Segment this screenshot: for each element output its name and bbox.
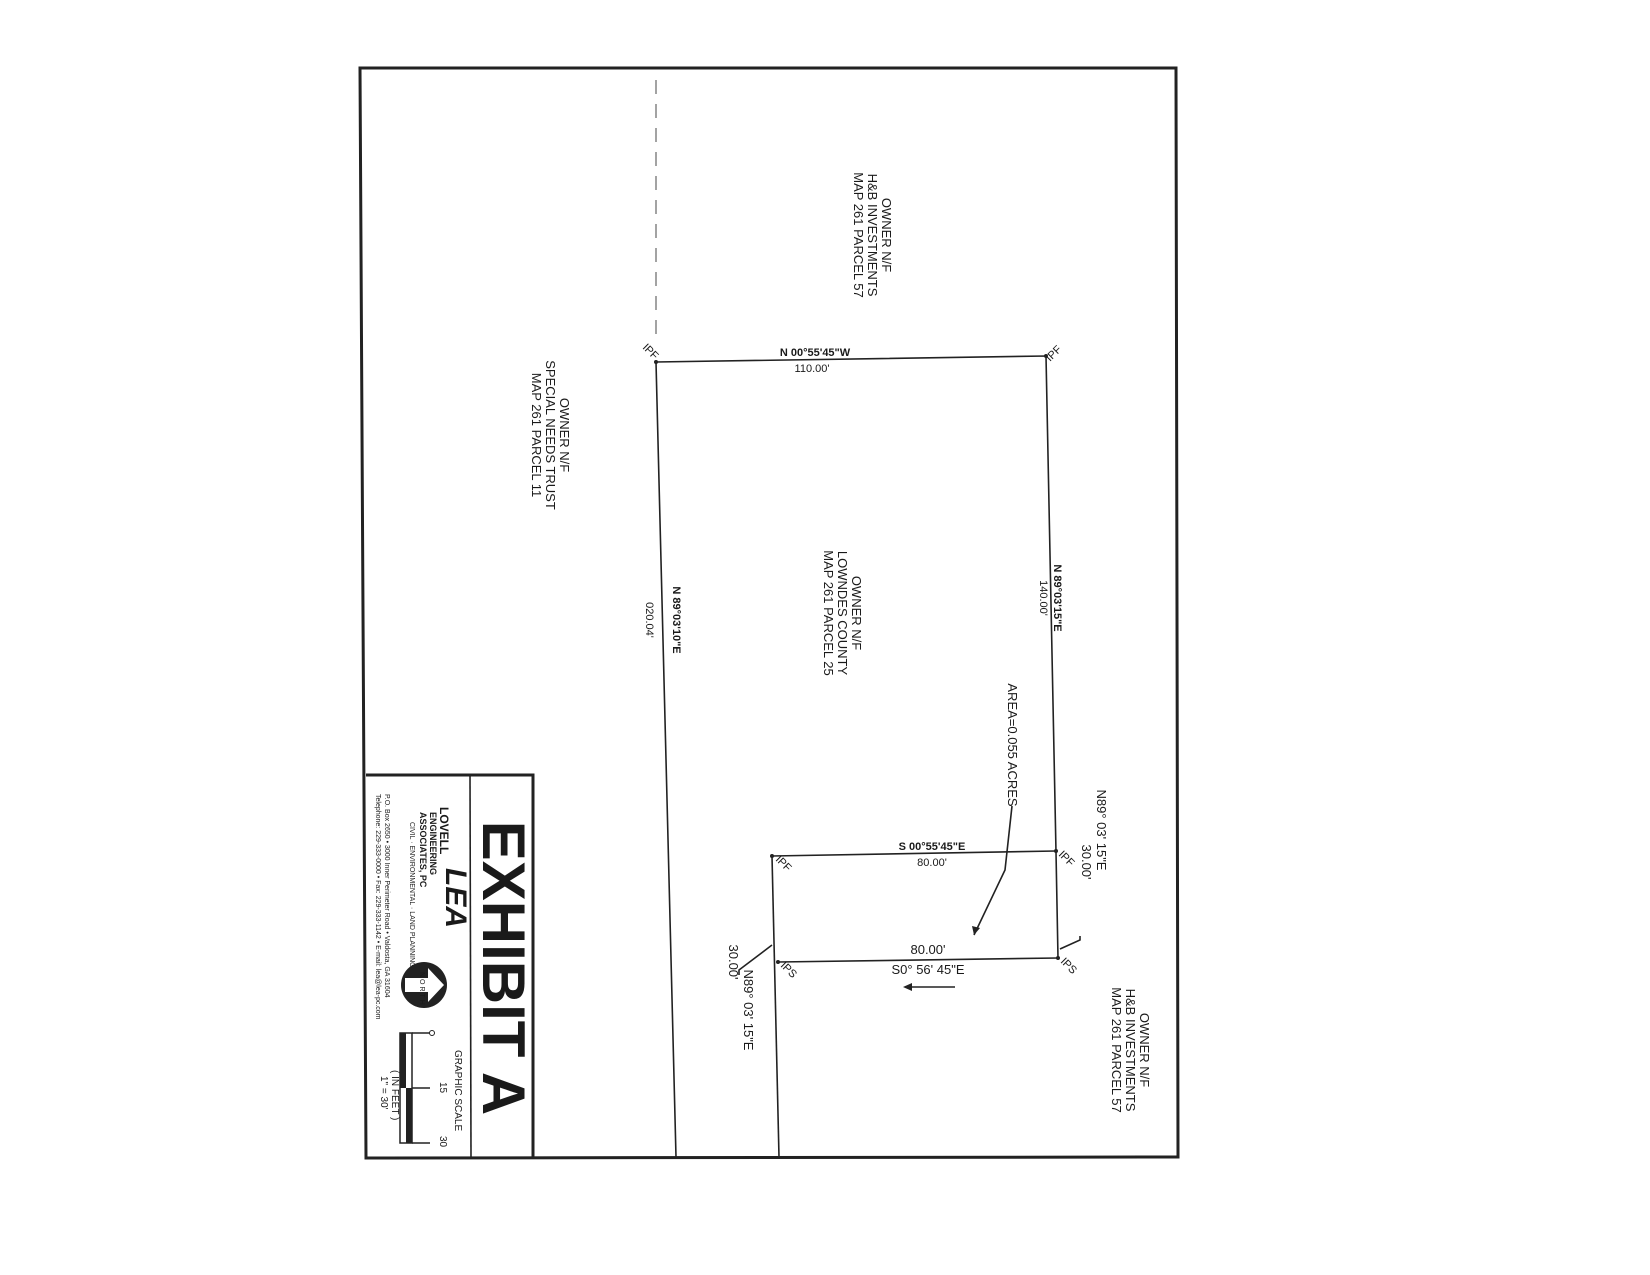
plat-label: LOWNDES COUNTY	[835, 551, 850, 676]
left-leader	[738, 944, 773, 975]
plat-label: 1" = 30'	[378, 1076, 389, 1110]
plat-label: MAP 261 PARCEL 57	[851, 172, 866, 298]
plat-label: H&B INVESTMENTS	[1123, 989, 1138, 1112]
plat-label: MAP 261 PARCEL 57	[1109, 987, 1124, 1113]
sheet-border	[358, 66, 1180, 1160]
label-east-parcel: OWNER N/F H&B INVESTMENTS MAP 261 PARCEL…	[1109, 987, 1152, 1113]
label-north-parcel: OWNER N/F H&B INVESTMENTS MAP 261 PARCEL…	[851, 172, 894, 298]
plat-label: N89° 03' 15"E	[1094, 790, 1109, 871]
title-block: EXHIBIT A LOVELL ENGINEERING ASSOCIATES,…	[366, 773, 537, 1158]
plat-label: OWNER N/F	[557, 398, 572, 472]
plat-label: ( IN FEET )	[389, 1070, 400, 1120]
plat-label: IPF	[640, 342, 661, 363]
company-info: LOVELL ENGINEERING ASSOCIATES, PC CIVIL …	[374, 794, 472, 1020]
exhibit-title: EXHIBIT A	[470, 821, 537, 1115]
plat-label: 30.00'	[726, 944, 741, 979]
plat-label: OWNER N/F	[879, 198, 894, 272]
tract-left-line	[771, 855, 780, 1158]
tract-top-line	[771, 850, 1057, 857]
plat-label: IPF	[773, 854, 794, 875]
plat-label: MAP 261 PARCEL 11	[529, 373, 544, 498]
plat-label: 30	[437, 1136, 448, 1148]
plat-label: OWNER N/F	[1137, 1013, 1152, 1087]
plat-label: N89° 03' 15"E	[741, 970, 756, 1051]
plat-label: N 89°03'10"E	[670, 586, 682, 653]
tract-bottom-line	[777, 957, 1059, 963]
plat-label: OWNER N/F	[849, 576, 864, 650]
plat-label: IPF	[1056, 849, 1077, 870]
plat-label: MAP 261 PARCEL 25	[821, 550, 836, 676]
plat-label: Telephone: 229-333-0000 • Fax: 229-333-1…	[374, 794, 381, 1020]
line-labels: N 00°55'45"W 110.00' N 89°03'15"E 140.00…	[643, 347, 1109, 1051]
right-leader	[1059, 936, 1081, 950]
label-center-parcel: OWNER N/F LOWNDES COUNTY MAP 261 PARCEL …	[821, 550, 864, 676]
plat-label: 110.00'	[795, 363, 830, 375]
plat-label: 15	[437, 1082, 448, 1094]
plat-label: IPS	[778, 960, 799, 981]
plat-label: P.O. Box 2650 • 3000 Inner Perimeter Roa…	[383, 794, 390, 998]
plat-label: S0° 56' 45"E	[891, 962, 964, 977]
parcel-boundary	[655, 355, 1059, 1158]
graphic-scale: GRAPHIC SCALE 15 30 ( IN FEET ) 1" = 30'	[378, 1030, 463, 1148]
plat-label: S 00°55'45"E	[899, 841, 966, 853]
label-west-parcel: OWNER N/F SPECIAL NEEDS TRUST MAP 261 PA…	[529, 360, 572, 510]
plat-label: N 00°55'45"W	[780, 347, 851, 359]
plat-label: N 89°03'15"E	[1051, 564, 1063, 631]
plat-label: 80.00'	[917, 857, 947, 869]
plat-label: AREA=0.055 ACRES	[1005, 683, 1020, 807]
plat-label: 30.00'	[1079, 844, 1094, 879]
north-arrow-icon: NORTH	[401, 962, 447, 1008]
plat-label: H&B INVESTMENTS	[865, 174, 880, 297]
plat-label: ASSOCIATES, PC	[418, 812, 428, 888]
plat-label: GRAPHIC SCALE	[452, 1050, 463, 1131]
plat-label: 140.00'	[1037, 580, 1049, 616]
plat-label: IPS	[1058, 956, 1079, 977]
plat-label: SPECIAL NEEDS TRUST	[543, 360, 558, 510]
area-leader	[973, 805, 1013, 936]
plat-label: 020.04'	[643, 602, 655, 638]
plat-label: LEA	[439, 868, 472, 928]
plat-label: CIVIL · ENVIRONMENTAL · LAND PLANNING	[408, 822, 415, 968]
plat-label: 80.00'	[910, 942, 945, 957]
plat-label: NORTH	[418, 972, 425, 1007]
plat-label: ENGINEERING	[428, 812, 438, 875]
plat-label: LOVELL	[437, 807, 451, 854]
monuments: IPF IPF IPF IPF IPS IPS	[640, 342, 1079, 981]
